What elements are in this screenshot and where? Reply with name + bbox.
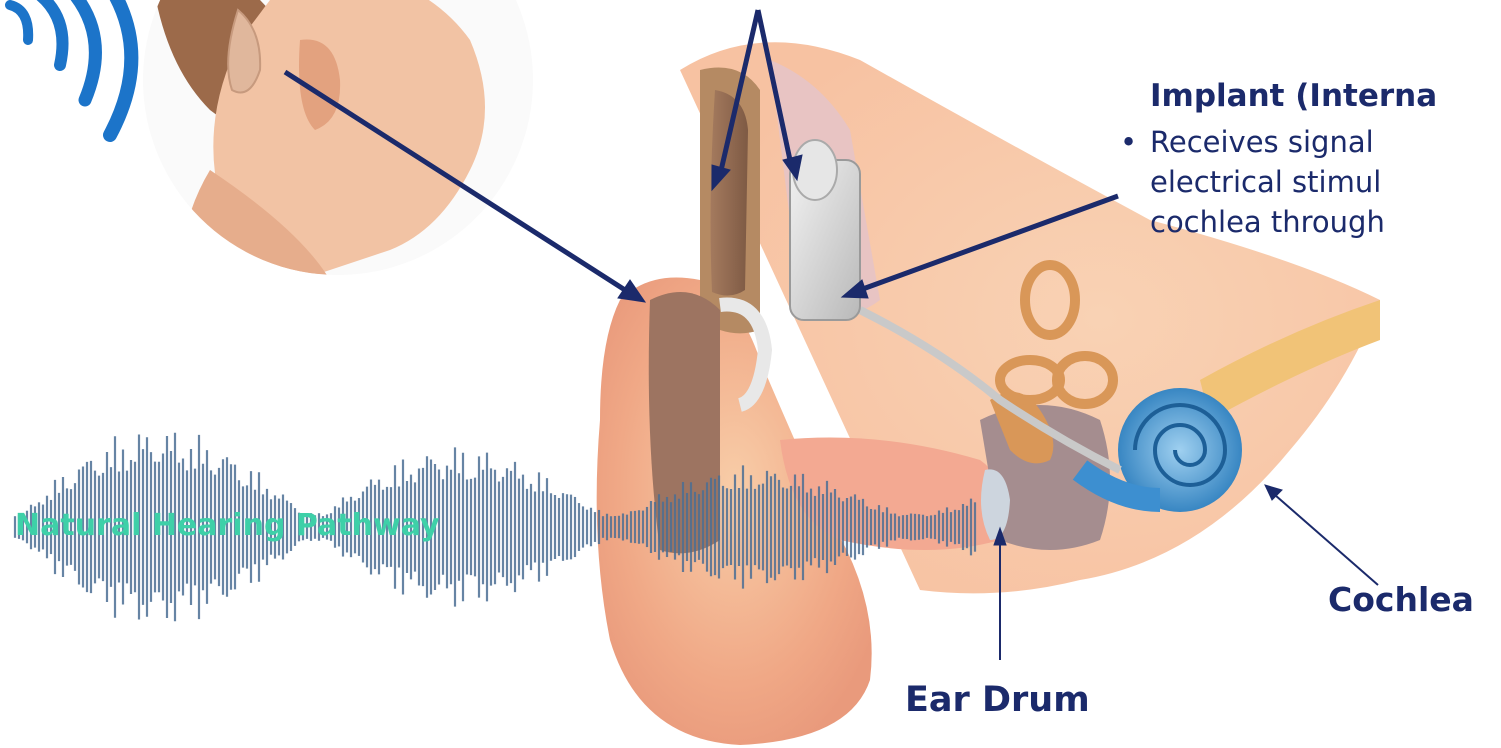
bullet-icon: • <box>1120 122 1150 162</box>
implant-description: •Receives signal electrical stimul cochl… <box>1120 122 1385 242</box>
implant-bullet-line-3: cochlea through <box>1120 202 1385 242</box>
implant-title: Implant (Interna <box>1150 78 1437 114</box>
implant-magnet <box>793 140 837 200</box>
external-coil <box>711 90 748 296</box>
implant-bullet-line-1: •Receives signal <box>1120 122 1385 162</box>
implant-bullet-text-1: Receives signal <box>1150 125 1374 159</box>
natural-hearing-pathway-label: Natural Hearing Pathway <box>15 508 440 543</box>
ear-drum-label: Ear Drum <box>905 680 1090 720</box>
cochlea-label: Cochlea <box>1328 580 1474 619</box>
sound-wave-arcs-icon <box>10 0 131 135</box>
woman-photo <box>140 0 540 280</box>
implant-bullet-line-2: electrical stimul <box>1120 162 1385 202</box>
